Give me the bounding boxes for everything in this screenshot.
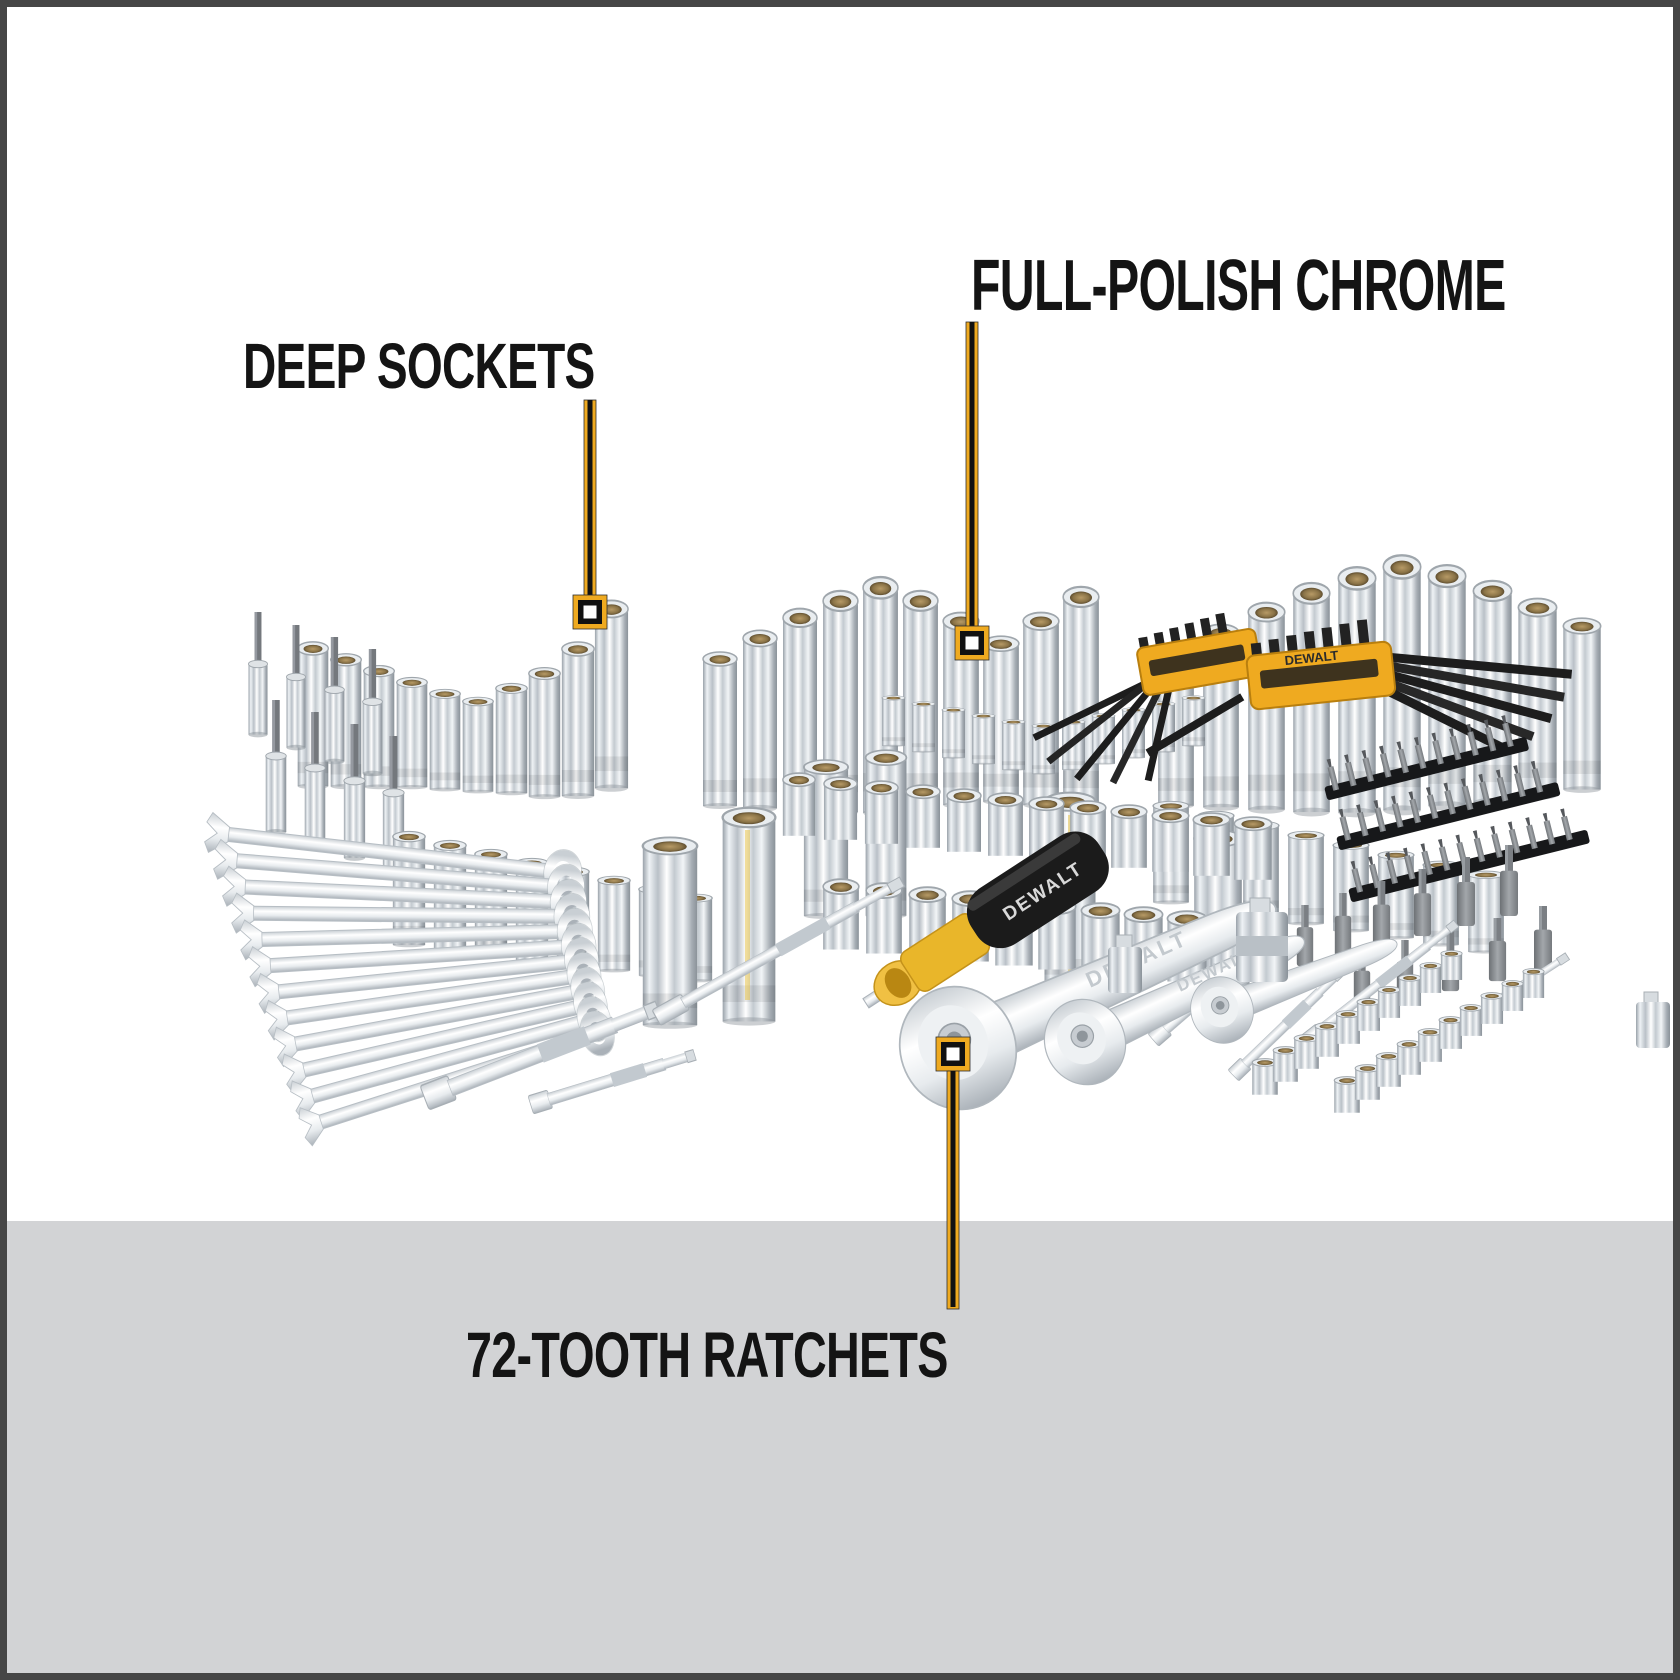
callout-label-deep-sockets: DEEP SOCKETS (243, 334, 731, 398)
hex-key-set-small (1032, 612, 1263, 785)
full-polish-chrome-text: FULL-POLISH CHROME (971, 246, 1506, 326)
callout-ratchets (935, 1036, 971, 1310)
brand-text-hexkey: DEWALT (1284, 648, 1339, 669)
deep-sockets-text: DEEP SOCKETS (243, 330, 595, 402)
72-tooth-ratchets-text: 72-TOOTH RATCHETS (466, 1319, 948, 1391)
callout-full-polish-chrome (954, 321, 990, 661)
drive-adapters (1108, 897, 1670, 1048)
lower-gray-band (7, 1221, 1673, 1673)
callout-deep-sockets (572, 399, 608, 630)
screwdriver: DEWALT (862, 831, 1109, 1009)
callout-label-full-polish-chrome: FULL-POLISH CHROME (971, 246, 1673, 326)
callout-label-72-tooth-ratchets: 72-TOOTH RATCHETS (466, 1323, 1126, 1387)
